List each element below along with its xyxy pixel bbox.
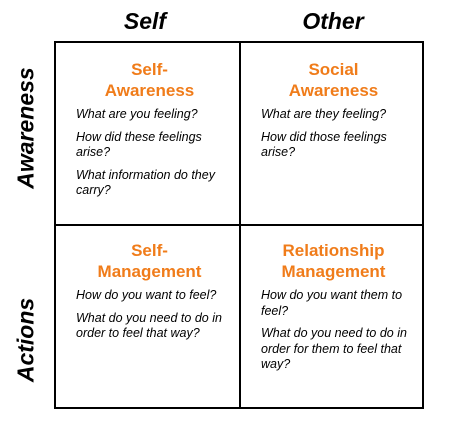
row-header-awareness: Awareness	[12, 67, 39, 189]
quadrant-title: Self- Awareness	[104, 60, 195, 100]
quadrant-title: Relationship Management	[281, 241, 386, 281]
column-header-self: Self	[123, 8, 167, 34]
column-header-other: Other	[302, 8, 364, 34]
question: What are you feeling?	[76, 107, 198, 121]
quadrant-self-awareness: Self- Awareness What are you feeling? Ho…	[56, 59, 239, 206]
row-header-actions: Actions	[12, 297, 39, 383]
question: How did these feelings arise?	[76, 129, 202, 160]
question: How do you want to feel?	[76, 288, 217, 302]
question: What do you need to do in order to feel …	[76, 310, 222, 341]
question: How did those feelings arise?	[261, 129, 387, 160]
question: How do you want them to feel?	[261, 288, 403, 318]
horizontal-divider	[56, 224, 422, 226]
question: What do you need to do in order for them…	[261, 326, 407, 371]
quadrant-grid: Self- Awareness What are you feeling? Ho…	[54, 41, 424, 409]
quadrant-social-awareness: Social Awareness What are they feeling? …	[241, 59, 422, 168]
quadrant-title: Social Awareness	[288, 60, 379, 100]
quadrant-relationship-management: Relationship Management How do you want …	[241, 240, 422, 380]
question: What information do they carry?	[76, 167, 215, 198]
question: What are they feeling?	[261, 107, 387, 121]
quadrant-self-management: Self- Management How do you want to feel…	[56, 240, 239, 349]
quadrant-title: Self- Management	[97, 241, 202, 281]
